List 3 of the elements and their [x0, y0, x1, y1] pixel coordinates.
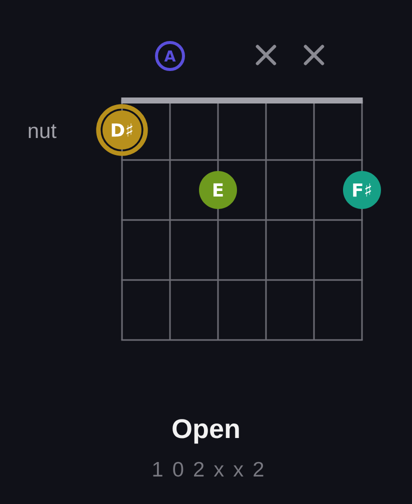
- fingering-label: 1 0 2 x x 2: [153, 462, 264, 477]
- nut-label: nut: [28, 124, 56, 138]
- chord-title: Open: [172, 419, 239, 444]
